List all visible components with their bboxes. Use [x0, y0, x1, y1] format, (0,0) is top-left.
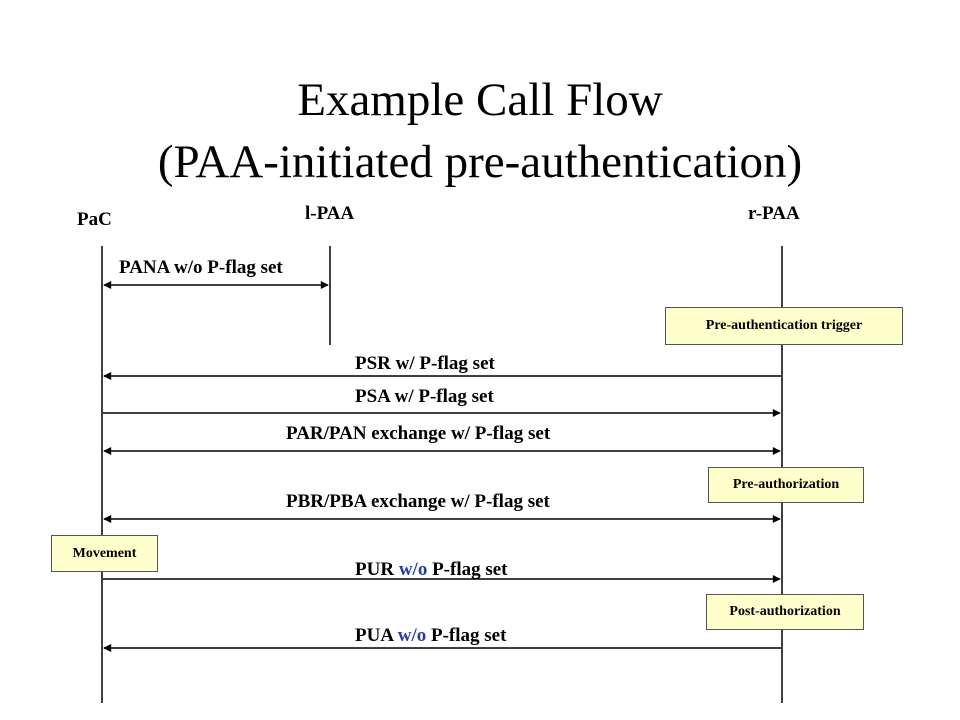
entity-pac: PaC: [77, 209, 112, 230]
msg-pua-rest: P-flag set: [431, 625, 507, 646]
msg-pbrpba-label: PBR/PBA exchange w/ P-flag set: [286, 491, 550, 512]
diagram-title-line1: Example Call Flow: [297, 74, 663, 126]
msg-pana-label: PANA w/o P-flag set: [119, 257, 283, 278]
event-preauth-trigger: Pre-authentication trigger: [665, 307, 903, 345]
entity-rpaa: r-PAA: [748, 203, 800, 224]
event-movement: Movement: [51, 535, 158, 572]
event-preauthorization: Pre-authorization: [708, 467, 864, 503]
msg-pur-label: PUR w/o P-flag set: [355, 559, 508, 581]
entity-lpaa: l-PAA: [305, 203, 355, 224]
msg-psr-label: PSR w/ P-flag set: [355, 353, 495, 374]
diagram-title-line2: (PAA-initiated pre-authentication): [157, 136, 803, 188]
msg-parpan-label: PAR/PAN exchange w/ P-flag set: [286, 423, 551, 444]
msg-pua-label: PUA w/o P-flag set: [355, 625, 506, 647]
event-postauthorization: Post-authorization: [706, 594, 864, 630]
msg-pua-flag: w/o: [397, 625, 427, 646]
msg-pur-rest: P-flag set: [432, 559, 508, 580]
msg-psa-label: PSA w/ P-flag set: [355, 386, 494, 407]
msg-pur-name: PUR: [355, 559, 395, 580]
msg-pua-name: PUA: [355, 625, 393, 646]
msg-pur-flag: w/o: [398, 559, 428, 580]
